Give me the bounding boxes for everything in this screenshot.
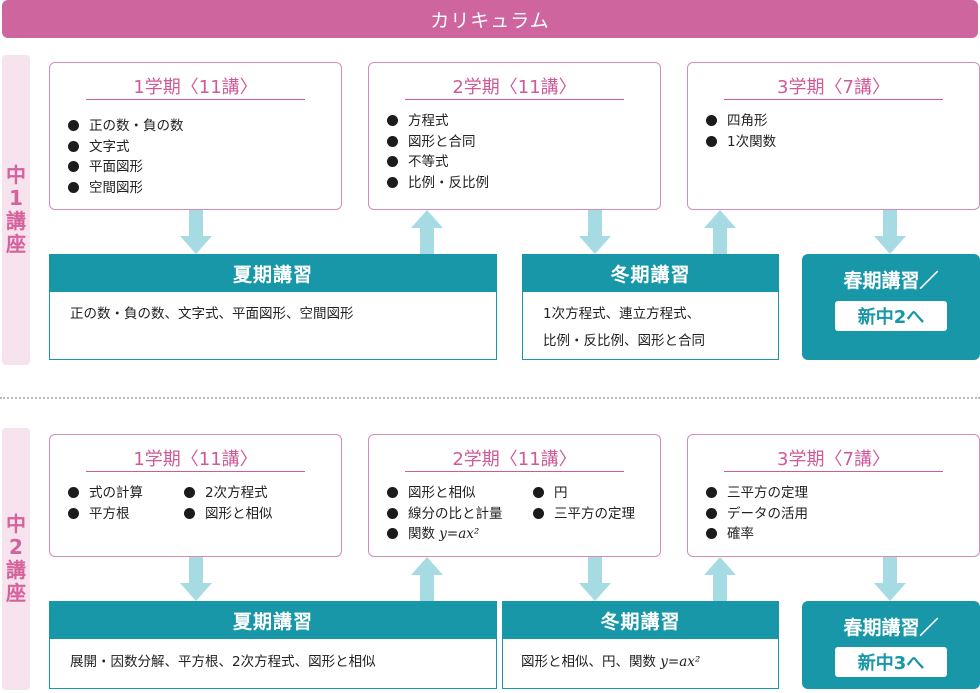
spring-course-title: 春期講習／ xyxy=(843,617,939,639)
term-title-rule xyxy=(724,471,943,472)
content-line: 図形と相似、円、関数 y=ax² xyxy=(521,649,768,676)
arrow-up-icon xyxy=(704,557,736,601)
arrow-down-icon xyxy=(874,210,906,254)
arrow-up-icon xyxy=(411,557,443,601)
arrow-down-icon xyxy=(579,557,611,601)
formula: y=ax² xyxy=(660,654,701,670)
section-label-char: 1 xyxy=(9,186,23,210)
topic-item: 平方根 xyxy=(68,504,143,525)
spring-course-grade1: 春期講習／ 新中2へ xyxy=(802,254,980,360)
topic-item: 2次方程式 xyxy=(184,483,273,504)
arrow-down-icon xyxy=(579,210,611,254)
spring-course-title: 春期講習／ xyxy=(843,270,939,292)
topic-list-col2: 円 三平方の定理 xyxy=(533,483,635,524)
term-title-rule xyxy=(86,99,305,100)
header-title: カリキュラム xyxy=(430,9,550,32)
term-title-rule xyxy=(405,471,624,472)
content-line: 展開・因数分解、平方根、2次方程式、図形と相似 xyxy=(70,654,376,670)
topic-item: 空間図形 xyxy=(68,178,184,199)
section-label-char: 中 xyxy=(6,512,26,536)
topic-item: 図形と合同 xyxy=(387,132,489,153)
content-line: 1次方程式、連立方程式、 xyxy=(543,306,701,322)
topic-item: 確率 xyxy=(706,524,808,545)
topic-item: 三平方の定理 xyxy=(533,504,635,525)
topic-text: 関数 xyxy=(408,526,440,542)
term-title-rule xyxy=(724,99,943,100)
topic-list: 四角形 1次関数 xyxy=(706,111,776,152)
winter-course-title: 冬期講習 xyxy=(503,602,778,639)
section-label-char: 中 xyxy=(6,163,26,187)
section-label-char: 座 xyxy=(6,581,26,605)
topic-item: 関数 y=ax² xyxy=(387,524,503,545)
next-grade-pill: 新中2へ xyxy=(835,301,947,331)
topic-item: 円 xyxy=(533,483,635,504)
term-box-grade1-term1: 1学期〈11講〉 正の数・負の数 文字式 平面図形 空間図形 xyxy=(49,62,342,210)
next-grade-pill: 新中3へ xyxy=(835,647,947,677)
section-label-char: 講 xyxy=(6,558,26,582)
arrow-down-icon xyxy=(874,557,906,601)
topic-item: 1次関数 xyxy=(706,132,776,153)
section-label-char: 2 xyxy=(9,535,23,559)
topic-item: 平面図形 xyxy=(68,157,184,178)
topic-item: データの活用 xyxy=(706,504,808,525)
topic-item: 四角形 xyxy=(706,111,776,132)
term-box-grade1-term2: 2学期〈11講〉 方程式 図形と合同 不等式 比例・反比例 xyxy=(368,62,661,210)
topic-item: 方程式 xyxy=(387,111,489,132)
content-line: 正の数・負の数、文字式、平面図形、空間図形 xyxy=(70,306,354,322)
term-box-grade2-term3: 3学期〈7講〉 三平方の定理 データの活用 確率 xyxy=(687,434,980,557)
curriculum-header: カリキュラム xyxy=(2,0,978,38)
term-title: 3学期〈7講〉 xyxy=(777,77,890,98)
winter-course-content: 1次方程式、連立方程式、 比例・反比例、図形と合同 xyxy=(543,301,768,355)
term-title: 2学期〈11講〉 xyxy=(452,449,577,470)
topic-item: 図形と相似 xyxy=(387,483,503,504)
topic-list-col1: 図形と相似 線分の比と計量 関数 y=ax² xyxy=(387,483,503,545)
term-title: 2学期〈11講〉 xyxy=(452,77,577,98)
term-title: 1学期〈11講〉 xyxy=(133,77,258,98)
topic-item: 式の計算 xyxy=(68,483,143,504)
summer-course-title: 夏期講習 xyxy=(50,602,496,639)
spring-course-grade2: 春期講習／ 新中3へ xyxy=(802,601,980,689)
arrow-down-icon xyxy=(180,210,212,254)
topic-list: 方程式 図形と合同 不等式 比例・反比例 xyxy=(387,111,489,193)
term-box-grade2-term1: 1学期〈11講〉 式の計算 平方根 2次方程式 図形と相似 xyxy=(49,434,342,557)
topic-item: 三平方の定理 xyxy=(706,483,808,504)
topic-item: 図形と相似 xyxy=(184,504,273,525)
section-label-grade1: 中 1 講 座 xyxy=(2,55,30,365)
winter-course-content: 図形と相似、円、関数 y=ax² xyxy=(521,649,768,676)
term-title: 3学期〈7講〉 xyxy=(777,449,890,470)
summer-course-title: 夏期講習 xyxy=(50,255,496,292)
topic-item: 線分の比と計量 xyxy=(387,504,503,525)
summer-course-grade1: 夏期講習 正の数・負の数、文字式、平面図形、空間図形 xyxy=(49,254,497,360)
topic-item: 文字式 xyxy=(68,137,184,158)
section-label-char: 座 xyxy=(6,232,26,256)
term-box-grade1-term3: 3学期〈7講〉 四角形 1次関数 xyxy=(687,62,980,210)
topic-item: 比例・反比例 xyxy=(387,173,489,194)
winter-course-grade2: 冬期講習 図形と相似、円、関数 y=ax² xyxy=(502,601,779,689)
section-divider xyxy=(0,397,980,399)
topic-item: 不等式 xyxy=(387,152,489,173)
term-title-rule xyxy=(86,471,305,472)
content-text: 図形と相似、円、関数 xyxy=(521,654,661,670)
section-label-char: 講 xyxy=(6,209,26,233)
term-title: 1学期〈11講〉 xyxy=(133,449,258,470)
topic-list: 正の数・負の数 文字式 平面図形 空間図形 xyxy=(68,116,184,198)
formula: y=ax² xyxy=(439,526,480,542)
topic-list-col1: 式の計算 平方根 xyxy=(68,483,143,524)
summer-course-content: 展開・因数分解、平方根、2次方程式、図形と相似 xyxy=(70,649,486,676)
arrow-down-icon xyxy=(180,557,212,601)
term-box-grade2-term2: 2学期〈11講〉 図形と相似 線分の比と計量 関数 y=ax² 円 三平方の定理 xyxy=(368,434,661,557)
winter-course-grade1: 冬期講習 1次方程式、連立方程式、 比例・反比例、図形と合同 xyxy=(522,254,779,360)
summer-course-grade2: 夏期講習 展開・因数分解、平方根、2次方程式、図形と相似 xyxy=(49,601,497,689)
topic-item: 正の数・負の数 xyxy=(68,116,184,137)
topic-list: 三平方の定理 データの活用 確率 xyxy=(706,483,808,545)
winter-course-title: 冬期講習 xyxy=(523,255,778,292)
topic-list-col2: 2次方程式 図形と相似 xyxy=(184,483,273,524)
arrow-up-icon xyxy=(704,210,736,254)
summer-course-content: 正の数・負の数、文字式、平面図形、空間図形 xyxy=(70,301,486,328)
section-label-grade2: 中 2 講 座 xyxy=(2,428,30,690)
content-line: 比例・反比例、図形と合同 xyxy=(543,333,705,349)
arrow-up-icon xyxy=(411,210,443,254)
term-title-rule xyxy=(405,99,624,100)
